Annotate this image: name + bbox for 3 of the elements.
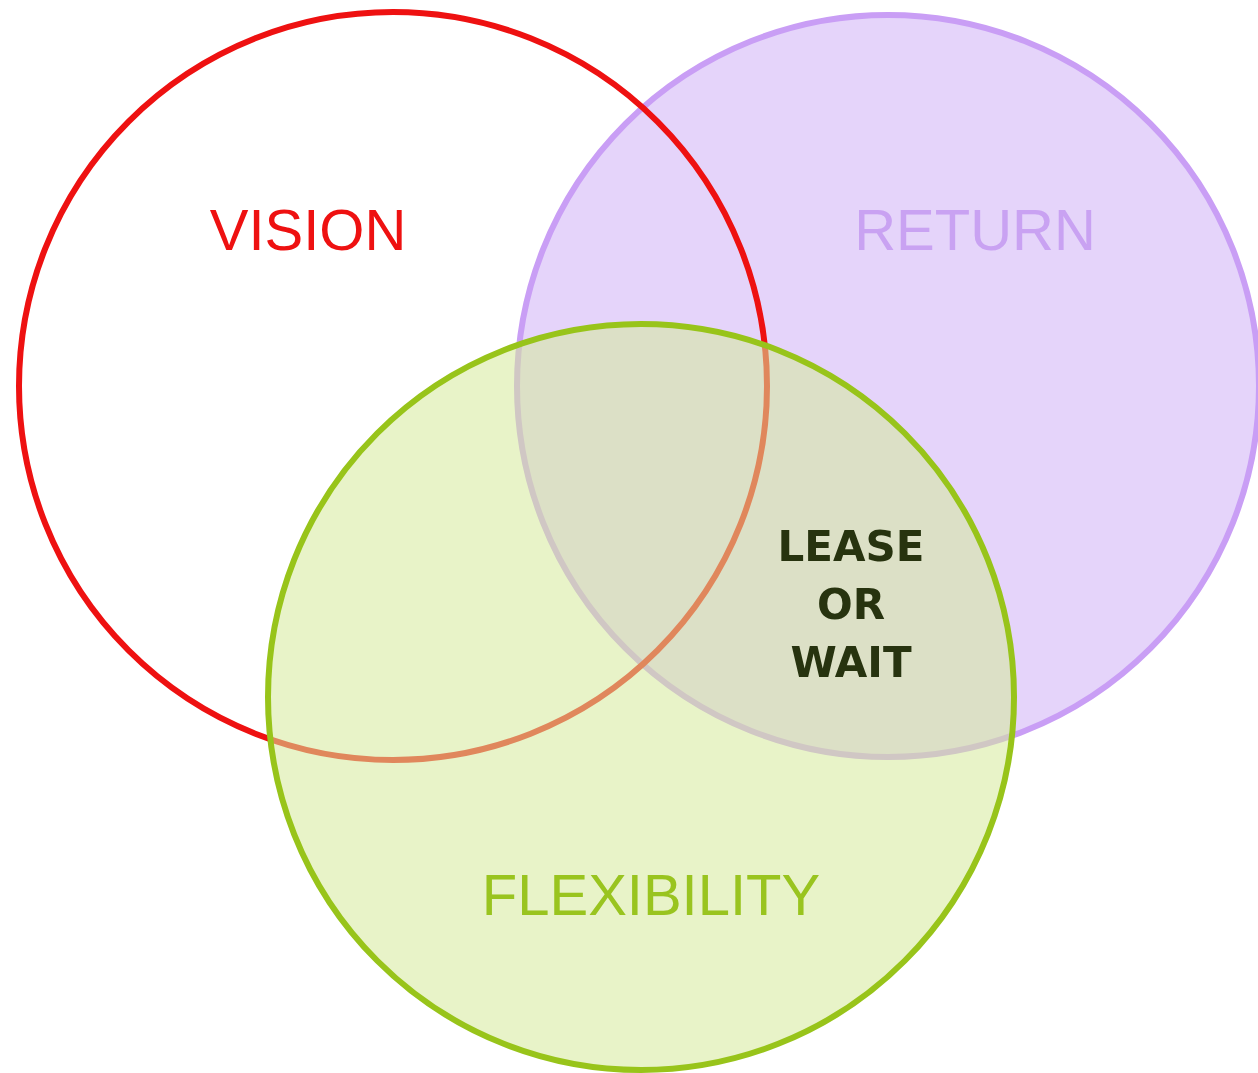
circle-title: FLEXIBILITY: [481, 866, 821, 924]
circle-title: VISION: [209, 201, 407, 259]
overlap-label: LEASE OR WAIT: [776, 521, 926, 689]
